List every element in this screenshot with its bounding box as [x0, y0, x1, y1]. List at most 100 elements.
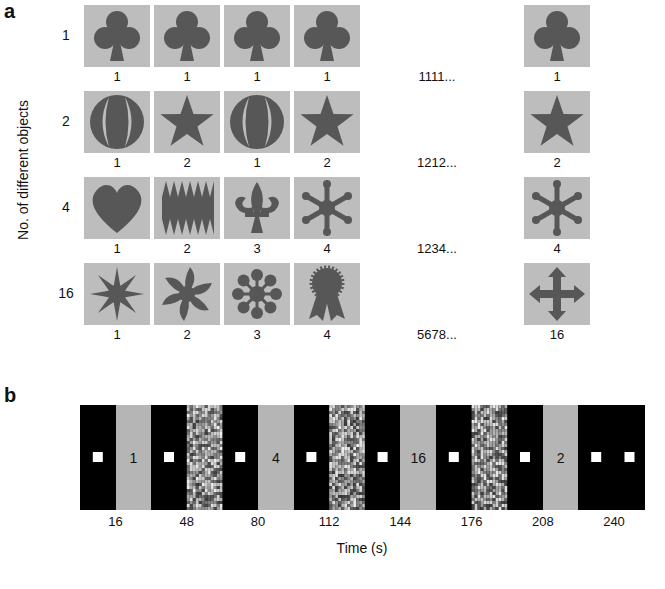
noise-pixel — [193, 471, 196, 474]
noise-pixel — [205, 405, 208, 408]
axis-title: No. of different objects — [16, 100, 31, 240]
noise-pixel — [499, 414, 502, 417]
noise-pixel — [350, 495, 353, 498]
noise-pixel — [220, 507, 223, 510]
noise-pixel — [341, 480, 344, 483]
noise-pixel — [341, 477, 344, 480]
noise-pixel — [481, 414, 484, 417]
noise-pixel — [350, 501, 353, 504]
noise-pixel — [502, 471, 505, 474]
noise-pixel — [187, 417, 190, 420]
noise-pixel — [208, 501, 211, 504]
noise-pixel — [211, 417, 214, 420]
noise-pixel — [193, 492, 196, 495]
noise-pixel — [502, 507, 505, 510]
noise-pixel — [350, 420, 353, 423]
noise-pixel — [493, 441, 496, 444]
noise-pixel — [190, 453, 193, 456]
noise-pixel — [217, 477, 220, 480]
noise-pixel — [499, 498, 502, 501]
noise-pixel — [338, 456, 341, 459]
noise-pixel — [359, 408, 362, 411]
noise-pixel — [199, 441, 202, 444]
noise-pixel — [490, 447, 493, 450]
noise-pixel — [217, 411, 220, 414]
noise-pixel — [205, 462, 208, 465]
noise-pixel — [496, 498, 499, 501]
noise-pixel — [493, 447, 496, 450]
noise-pixel — [478, 492, 481, 495]
noise-pixel — [353, 504, 356, 507]
noise-pixel — [211, 453, 214, 456]
noise-pixel — [187, 423, 190, 426]
noise-pixel — [211, 438, 214, 441]
noise-pixel — [338, 507, 341, 510]
noise-pixel — [220, 420, 223, 423]
noise-pixel — [196, 501, 199, 504]
noise-pixel — [332, 486, 335, 489]
noise-pixel — [487, 504, 490, 507]
noise-pixel — [208, 498, 211, 501]
noise-pixel — [329, 420, 332, 423]
noise-pixel — [356, 480, 359, 483]
noise-pixel — [490, 444, 493, 447]
noise-pixel — [214, 405, 217, 408]
noise-pixel — [220, 414, 223, 417]
noise-pixel — [344, 423, 347, 426]
noise-pixel — [484, 489, 487, 492]
noise-pixel — [190, 444, 193, 447]
noise-pixel — [202, 405, 205, 408]
noise-pixel — [493, 477, 496, 480]
noise-pixel — [329, 432, 332, 435]
noise-pixel — [490, 435, 493, 438]
noise-pixel — [490, 507, 493, 510]
noise-pixel — [187, 459, 190, 462]
noise-pixel — [478, 489, 481, 492]
noise-pixel — [214, 447, 217, 450]
noise-pixel — [505, 465, 508, 468]
noise-pixel — [478, 447, 481, 450]
noise-pixel — [493, 423, 496, 426]
noise-pixel — [341, 408, 344, 411]
noise-pixel — [344, 492, 347, 495]
noise-pixel — [496, 480, 499, 483]
noise-pixel — [359, 480, 362, 483]
noise-pixel — [217, 447, 220, 450]
noise-pixel — [499, 441, 502, 444]
noise-pixel — [362, 417, 365, 420]
noise-pixel — [359, 459, 362, 462]
noise-pixel — [475, 483, 478, 486]
noise-pixel — [332, 411, 335, 414]
noise-pixel — [335, 492, 338, 495]
noise-pixel — [359, 411, 362, 414]
noise-pixel — [193, 417, 196, 420]
noise-pixel — [475, 495, 478, 498]
noise-pixel — [205, 435, 208, 438]
noise-pixel — [217, 423, 220, 426]
noise-pixel — [472, 408, 475, 411]
noise-pixel — [187, 504, 190, 507]
noise-pixel — [202, 483, 205, 486]
noise-pixel — [199, 453, 202, 456]
noise-pixel — [329, 474, 332, 477]
noise-pixel — [332, 468, 335, 471]
noise-pixel — [350, 429, 353, 432]
noise-pixel — [493, 495, 496, 498]
noise-pixel — [335, 453, 338, 456]
noise-pixel — [335, 447, 338, 450]
noise-pixel — [196, 423, 199, 426]
noise-pixel — [496, 462, 499, 465]
noise-pixel — [211, 447, 214, 450]
noise-pixel — [205, 432, 208, 435]
noise-pixel — [502, 420, 505, 423]
noise-pixel — [362, 432, 365, 435]
noise-pixel — [341, 405, 344, 408]
noise-pixel — [329, 495, 332, 498]
noise-pixel — [196, 507, 199, 510]
noise-pixel — [484, 465, 487, 468]
noise-pixel — [211, 471, 214, 474]
noise-pixel — [350, 462, 353, 465]
noise-pixel — [472, 462, 475, 465]
noise-pixel — [353, 507, 356, 510]
noise-pixel — [199, 468, 202, 471]
